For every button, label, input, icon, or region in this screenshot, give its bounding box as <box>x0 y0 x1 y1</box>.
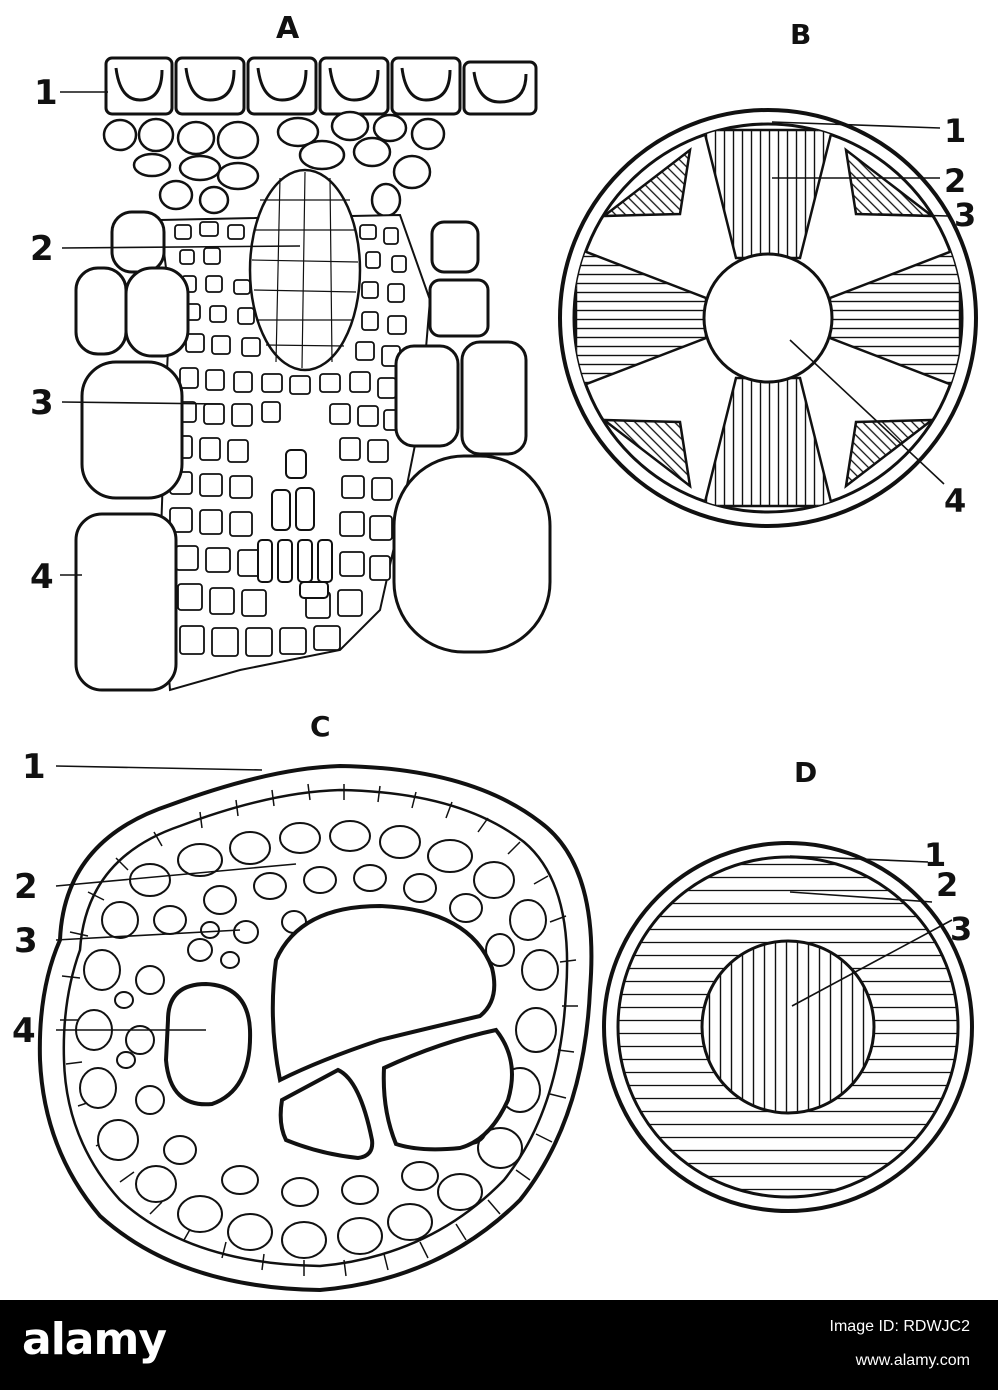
panel-b-wedge-bottom-left <box>600 418 692 489</box>
panel-d-stele <box>700 939 876 1115</box>
panel-c-vessel-bottom-left <box>278 1067 375 1161</box>
panel-b-label-2: 2 <box>944 162 966 200</box>
panel-a-leader-lines <box>60 91 301 576</box>
panel-c-letter: C <box>310 710 331 743</box>
panel-b-wedge-top <box>702 128 834 260</box>
site-url-text: www.alamy.com <box>855 1352 970 1369</box>
panel-d-leader-lines <box>789 855 953 1007</box>
watermark-footer: alamy Image ID: RDWJC2 www.alamy.com <box>0 1300 998 1390</box>
panel-d-label-2: 2 <box>936 866 958 904</box>
panel-b-label-1: 1 <box>944 112 966 150</box>
panel-b-wedge-bottom <box>702 376 834 508</box>
panel-a-small-cells <box>169 221 407 657</box>
panel-c-vessel-top <box>270 903 497 1083</box>
panel-c-label-4: 4 <box>12 1011 36 1051</box>
panel-d-label-1: 1 <box>924 836 946 874</box>
panel-a-xylem-strand <box>257 449 333 599</box>
panel-b-wedge-top-left <box>600 147 692 218</box>
panel-c-vessel-left <box>163 981 253 1107</box>
panel-c-label-2: 2 <box>14 867 38 907</box>
panel-a-label-1: 1 <box>34 73 58 113</box>
panel-b-pith <box>702 252 834 384</box>
alamy-logo: alamy <box>22 1314 167 1365</box>
panel-a-label-3: 3 <box>30 383 54 423</box>
panel-c-vessels <box>163 903 514 1161</box>
panel-d-label-3: 3 <box>950 910 972 948</box>
panel-a-large-cells <box>74 210 552 692</box>
panel-b-label-3: 3 <box>954 196 976 234</box>
image-id-text: Image ID: RDWJC2 <box>829 1318 970 1335</box>
panel-a-tissue-section: A 1 2 3 4 <box>30 11 552 692</box>
panel-c-parenchyma-cells <box>75 820 559 1259</box>
panel-c-label-3: 3 <box>14 921 38 961</box>
panel-b-leader-lines <box>771 121 949 485</box>
panel-b-radial-stele-diagram: B 1 2 3 4 <box>558 18 978 528</box>
panel-b-wedge-bottom-right <box>844 418 936 489</box>
panel-c-tissue-section: C 1 2 3 4 <box>12 710 594 1293</box>
panel-d-concentric-diagram: D 1 2 3 <box>602 756 974 1213</box>
panel-b-letter: B <box>790 18 811 51</box>
panel-c-vessel-bottom-right <box>381 1027 514 1152</box>
panel-a-meristem-inner-walls <box>251 171 359 369</box>
panel-c-label-1: 1 <box>22 747 46 787</box>
panel-a-label-2: 2 <box>30 229 54 269</box>
panel-d-letter: D <box>794 756 817 789</box>
panel-a-stele-tissue <box>158 168 432 692</box>
panel-c-leader-lines <box>55 765 297 1031</box>
panel-a-cortex-cells <box>102 110 446 218</box>
panel-a-label-4: 4 <box>30 557 54 597</box>
panel-a-epidermis-row <box>104 56 538 116</box>
panel-a-letter: A <box>276 11 300 46</box>
figure: A 1 2 3 4 B 1 2 3 4 <box>12 11 978 1293</box>
panel-b-label-4: 4 <box>944 482 966 520</box>
